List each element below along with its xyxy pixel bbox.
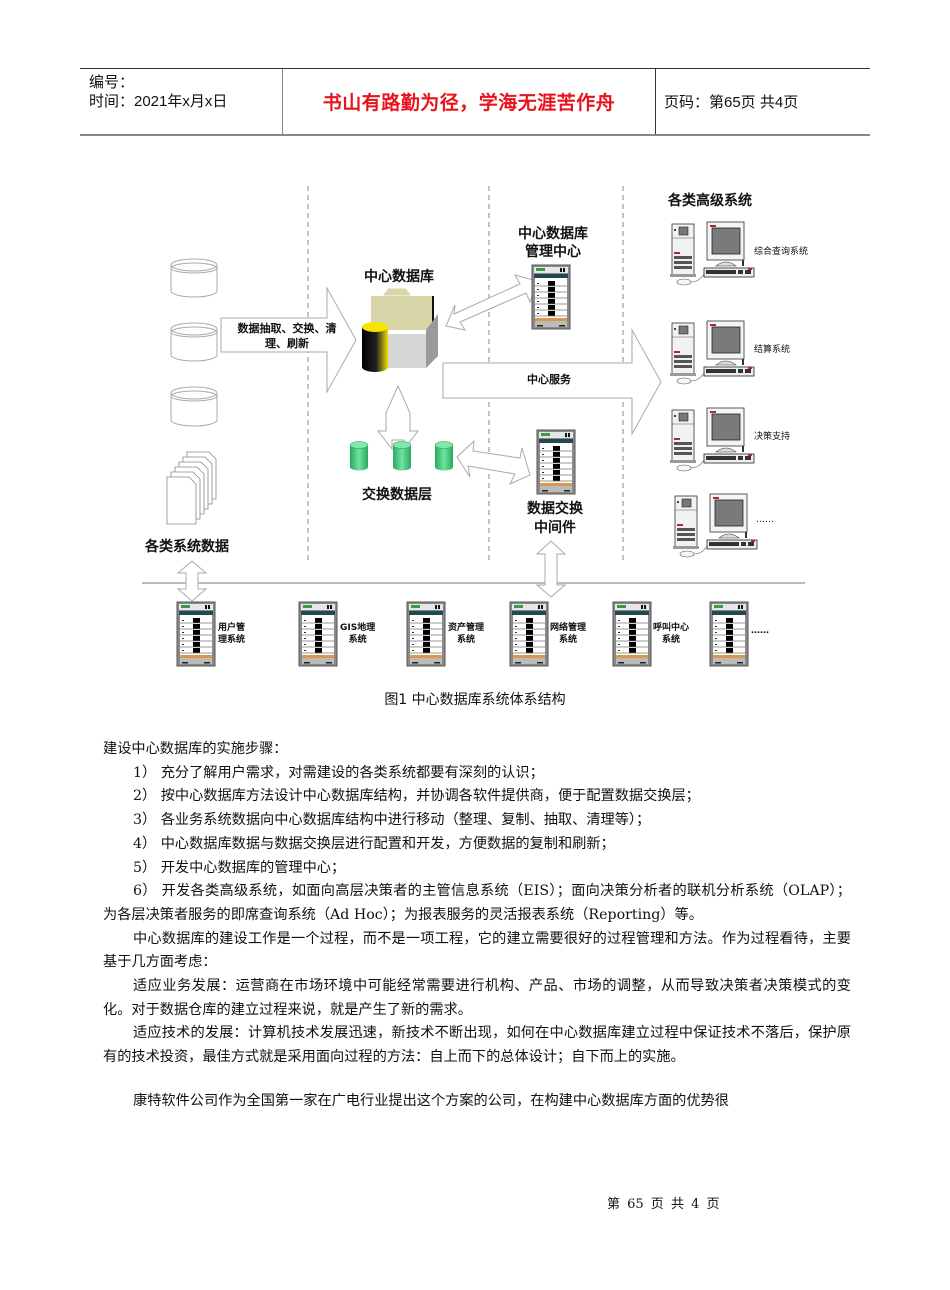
advanced-system-label: 决策支持: [754, 432, 791, 442]
document-number-label: 编号：: [89, 74, 135, 91]
bottom-system-label: 网络管理 系统: [550, 622, 586, 646]
architecture-diagram: 各类系统数据 数据抽取、交换、清 理、刷新 中心数据库 交换数据层 中心数据库 …: [142, 186, 809, 667]
advanced-system-label: 结算系统: [754, 345, 791, 355]
header-page-info: 页码：第65页 共4页: [664, 94, 799, 111]
step-item: 3） 各业务系统数据向中心数据库结构中进行移动（整理、复制、抽取、清理等）；: [133, 812, 651, 829]
bottom-system-line1: 网络管理: [550, 623, 587, 633]
step-item: 5） 开发中心数据库的管理中心；: [133, 859, 346, 876]
advanced-system-label: 综合查询系统: [754, 247, 809, 257]
page-header-table: 编号： 时间：2021年x月x日 书山有路勤为径，学海无涯苦作舟 页码：第65页…: [80, 68, 870, 136]
header-meta-cell: 编号： 时间：2021年x月x日: [80, 69, 283, 134]
middleware-line2: 中间件: [534, 520, 576, 536]
header-motto: 书山有路勤为径，学海无涯苦作舟: [283, 69, 656, 134]
bottom-system-label: ……: [751, 625, 769, 637]
step-item: 2） 按中心数据库方法设计中心数据库结构，并协调各软件提供商，便于配置数据交换层…: [133, 788, 700, 805]
mgmt-center-title: 中心数据库 管理中心: [508, 225, 598, 261]
advanced-system-label: ……: [756, 515, 774, 525]
paragraph: 适应技术的发展：计算机技术发展迅速，新技术不断出现，如何在中心数据库建立过程中保…: [103, 1025, 851, 1066]
center-db-title: 中心数据库: [364, 269, 434, 285]
bottom-system-line1: ……: [751, 626, 769, 636]
step-item: 6） 开发各类高级系统，如面向高层决策者的主管信息系统（EIS）；面向决策分析者…: [103, 883, 851, 923]
mgmt-center-rack: [531, 264, 571, 330]
middleware-title: 数据交换 中间件: [510, 500, 600, 538]
bottom-system-line2: 系统: [348, 635, 367, 645]
document-date-label: 时间：2021年x月x日: [89, 93, 228, 110]
bottom-system-line1: 资产管理: [448, 623, 485, 633]
steps-intro: 建设中心数据库的实施步骤：: [103, 741, 288, 757]
bottom-system-label: 用户管 理系统: [218, 622, 245, 646]
exchange-layer-title: 交换数据层: [362, 487, 432, 503]
center-service-label: 中心服务: [527, 373, 571, 386]
bottom-system-label: 呼叫中心 系统: [653, 622, 689, 646]
etl-label-line1: 数据抽取、交换、清: [237, 322, 337, 335]
page-footer: 第 65 页 共 4 页: [607, 1197, 720, 1212]
step-item: 1） 充分了解用户需求，对需建设的各类系统都要有深刻的认识；: [133, 764, 544, 781]
paragraph: 适应业务发展：运营商在市场环境中可能经常需要进行机构、产品、市场的调整，从而导致…: [103, 978, 851, 1018]
bottom-system-label: 资产管理 系统: [448, 622, 484, 646]
diagram-graphics: [142, 186, 805, 667]
bottom-system-line1: 用户管: [218, 623, 246, 633]
middleware-line1: 数据交换: [527, 501, 583, 517]
source-systems-title: 各类系统数据: [145, 539, 229, 555]
paragraph: 康特软件公司作为全国第一家在广电行业提出这个方案的公司，在构建中心数据库方面的优…: [133, 1092, 729, 1109]
bottom-system-line1: 呼叫中心: [653, 623, 690, 633]
bottom-system-line2: 系统: [457, 635, 476, 645]
bottom-system-line1: GIS地理: [340, 623, 376, 633]
etl-arrow-label: 数据抽取、交换、清 理、刷新: [228, 321, 346, 351]
etl-label-line2: 理、刷新: [265, 337, 309, 350]
advanced-systems-title: 各类高级系统: [668, 193, 752, 209]
mgmt-center-line1: 中心数据库: [518, 226, 588, 242]
bottom-system-line2: 系统: [559, 635, 578, 645]
figure-caption: 图1 中心数据库系统体系结构: [384, 692, 566, 708]
bottom-system-line2: 理系统: [218, 635, 246, 645]
body-text: 建设中心数据库的实施步骤： 1） 充分了解用户需求，对需建设的各类系统都要有深刻…: [103, 738, 851, 1114]
step-item: 4） 中心数据库数据与数据交换层进行配置和开发，方便数据的复制和刷新；: [133, 835, 615, 852]
mgmt-center-line2: 管理中心: [525, 244, 581, 260]
paragraph-gap: [103, 1070, 851, 1090]
bottom-system-line2: 系统: [662, 635, 681, 645]
paragraph: 中心数据库的建设工作是一个过程，而不是一项工程，它的建立需要很好的过程管理和方法…: [103, 930, 851, 971]
bottom-system-label: GIS地理 系统: [340, 622, 375, 646]
